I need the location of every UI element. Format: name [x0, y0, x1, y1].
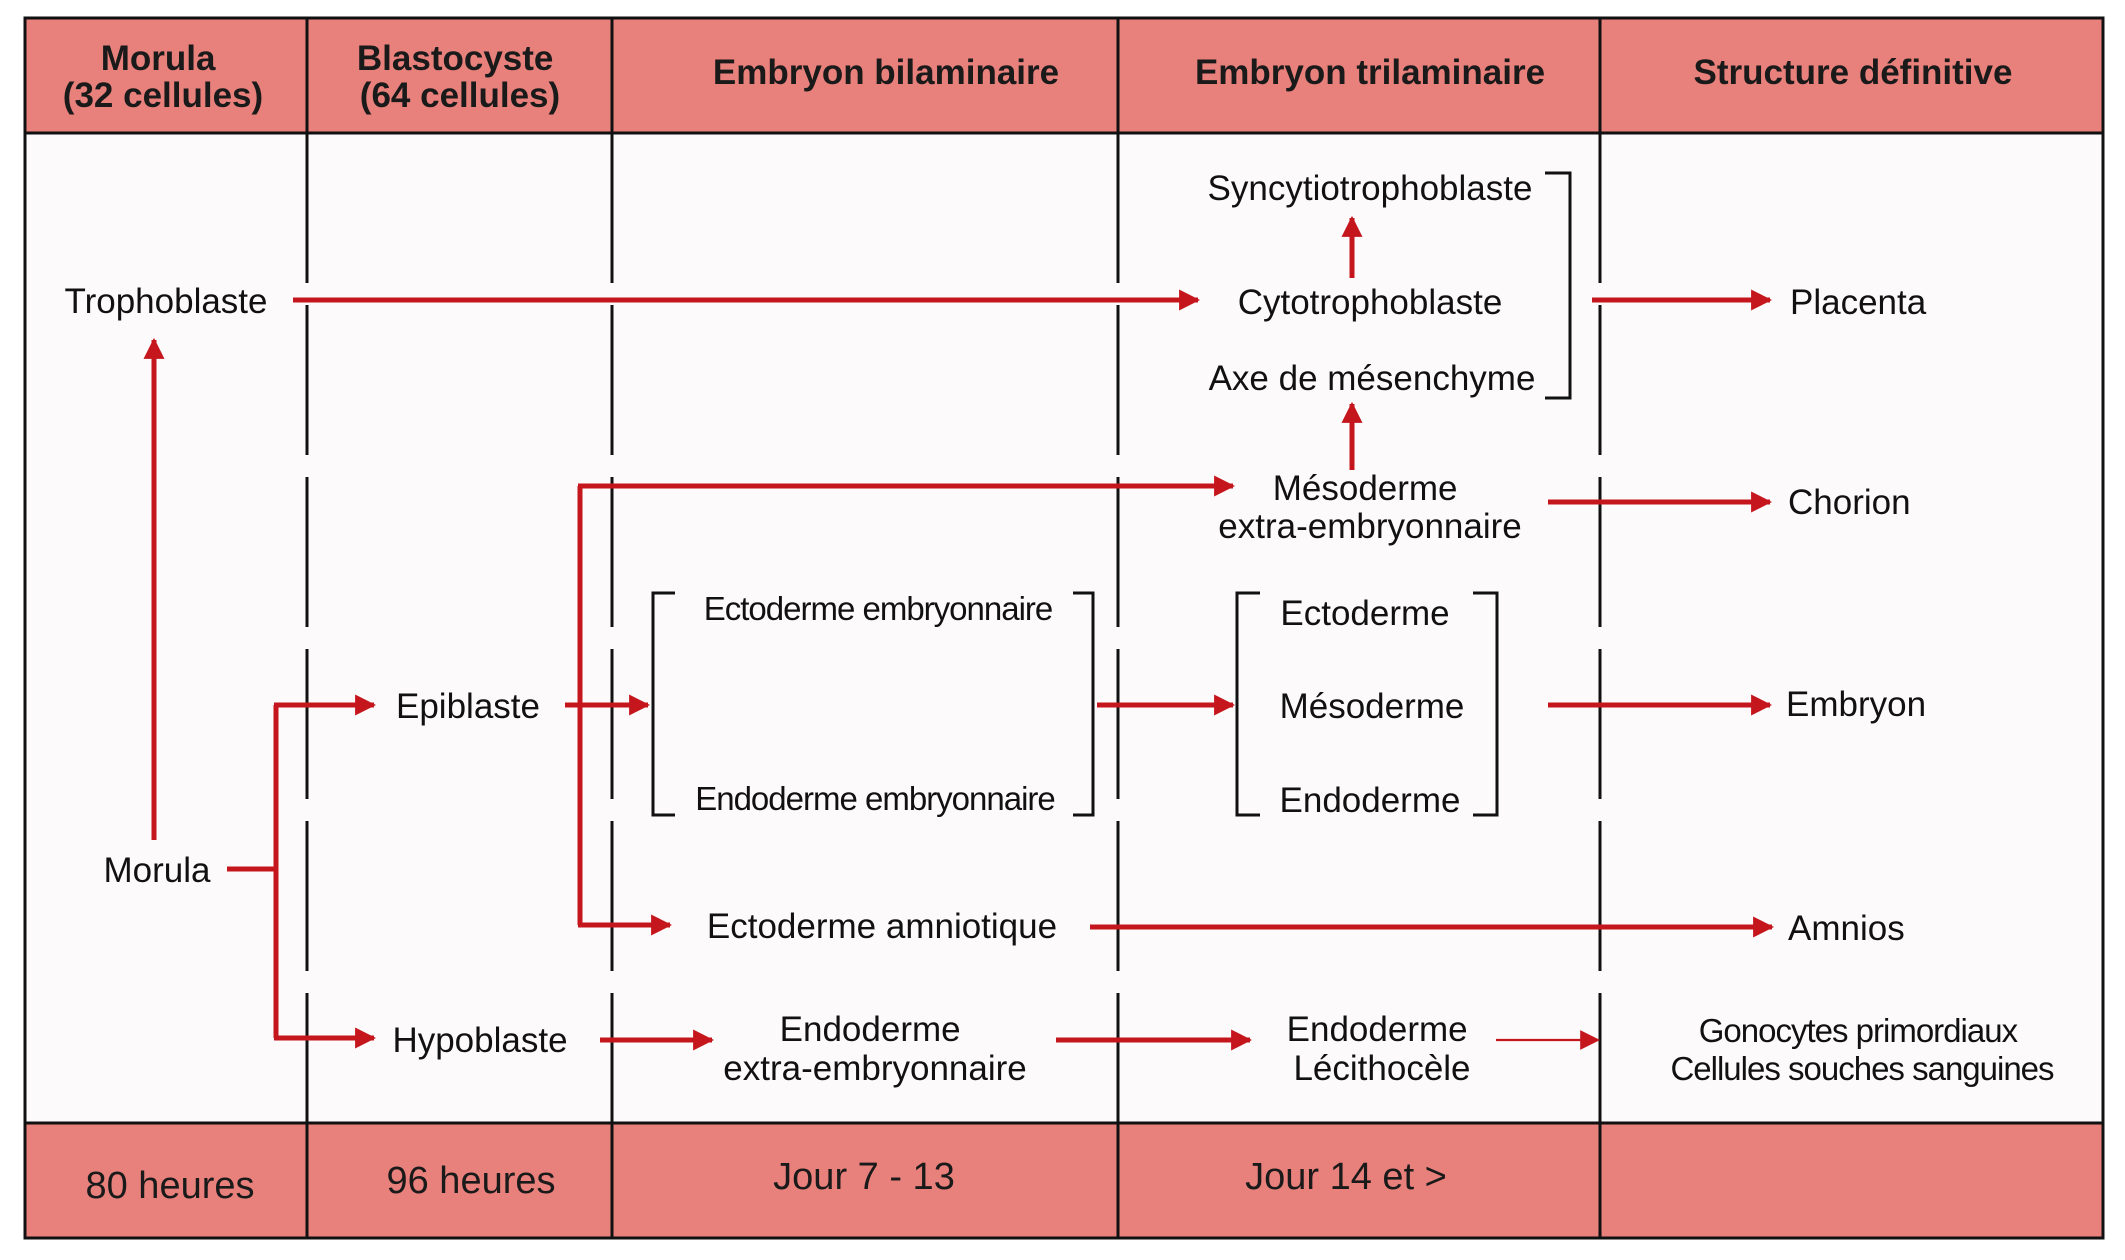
node-mesoderme-extra-line1: Mésoderme [1273, 469, 1458, 508]
node-lecithocele-line2: Lécithocèle [1293, 1049, 1470, 1088]
node-endoderme: Endoderme [1280, 781, 1461, 820]
bracket-bilaminaire-right [1073, 591, 1095, 817]
node-endoderme-lecithocele: Endoderme Lécithocèle [1287, 1010, 1478, 1088]
node-endoderme-embryonnaire: Endoderme embryonnaire [695, 780, 1055, 817]
header-blastocyste-line1: Blastocyste [357, 39, 553, 78]
footer-band [25, 1123, 2103, 1238]
footer-blastocyste-time: 96 heures [386, 1160, 555, 1202]
column-separators-dashed [305, 133, 1602, 1123]
footer-bilaminaire-time: Jour 7 - 13 [773, 1156, 955, 1198]
node-trophoblaste: Trophoblaste [65, 282, 268, 321]
node-ectoderme: Ectoderme [1280, 594, 1449, 633]
node-hypoblaste: Hypoblaste [392, 1021, 567, 1060]
node-placenta: Placenta [1790, 283, 1927, 322]
node-epiblaste: Epiblaste [396, 687, 540, 726]
header-morula: Morula (32 cellules) [63, 39, 263, 115]
node-lecithocele-line1: Endoderme [1287, 1010, 1468, 1049]
bracket-trilaminaire-right [1473, 591, 1499, 817]
node-ectoderme-amniotique: Ectoderme amniotique [707, 907, 1057, 946]
header-morula-line1: Morula [101, 39, 216, 78]
footer-trilaminaire-time: Jour 14 et > [1245, 1156, 1447, 1198]
node-endoderme-extra-line1: Endoderme [780, 1010, 961, 1049]
table-frame [23, 16, 2105, 1240]
arrows [143, 215, 1775, 1051]
header-blastocyste-line2: (64 cellules) [360, 76, 560, 115]
node-embryon: Embryon [1786, 685, 1926, 724]
column-separators [305, 18, 1602, 1238]
node-gonocytes-line1: Gonocytes primordiaux [1699, 1012, 2019, 1049]
header-structure-definitive: Structure définitive [1694, 53, 2013, 92]
node-ectoderme-embryonnaire: Ectoderme embryonnaire [704, 590, 1053, 627]
node-morula: Morula [104, 851, 212, 890]
node-axe-mesenchyme: Axe de mésenchyme [1209, 359, 1536, 398]
bracket-trilaminaire-left [1235, 591, 1260, 817]
table-body-background [25, 133, 2103, 1123]
node-chorion: Chorion [1788, 483, 1911, 522]
node-mesoderme-extra-embryonnaire: Mésoderme extra-embryonnaire [1218, 469, 1521, 546]
header-band [25, 18, 2103, 133]
node-mesoderme-extra-line2: extra-embryonnaire [1218, 507, 1521, 546]
header-blastocyste: Blastocyste (64 cellules) [357, 39, 563, 115]
node-mesoderme: Mésoderme [1280, 687, 1465, 726]
node-syncytiotrophoblaste: Syncytiotrophoblaste [1208, 169, 1533, 208]
footer-morula-time: 80 heures [85, 1165, 254, 1207]
node-gonocytes-line2: Cellules souches sanguines [1670, 1050, 2054, 1087]
header-embryon-trilaminaire: Embryon trilaminaire [1195, 53, 1545, 92]
header-embryon-bilaminaire: Embryon bilaminaire [713, 53, 1059, 92]
bracket-bilaminaire-left [651, 591, 675, 817]
bracket-trophoblast-group [1545, 171, 1572, 400]
node-endoderme-extra-embryonnaire: Endoderme extra-embryonnaire [723, 1010, 1026, 1088]
node-cytotrophoblaste: Cytotrophoblaste [1238, 283, 1503, 322]
node-amnios: Amnios [1788, 909, 1905, 948]
header-morula-line2: (32 cellules) [63, 76, 263, 115]
node-gonocytes: Gonocytes primordiaux Cellules souches s… [1670, 1012, 2054, 1087]
node-endoderme-extra-line2: extra-embryonnaire [723, 1049, 1026, 1088]
brackets [651, 171, 1572, 817]
